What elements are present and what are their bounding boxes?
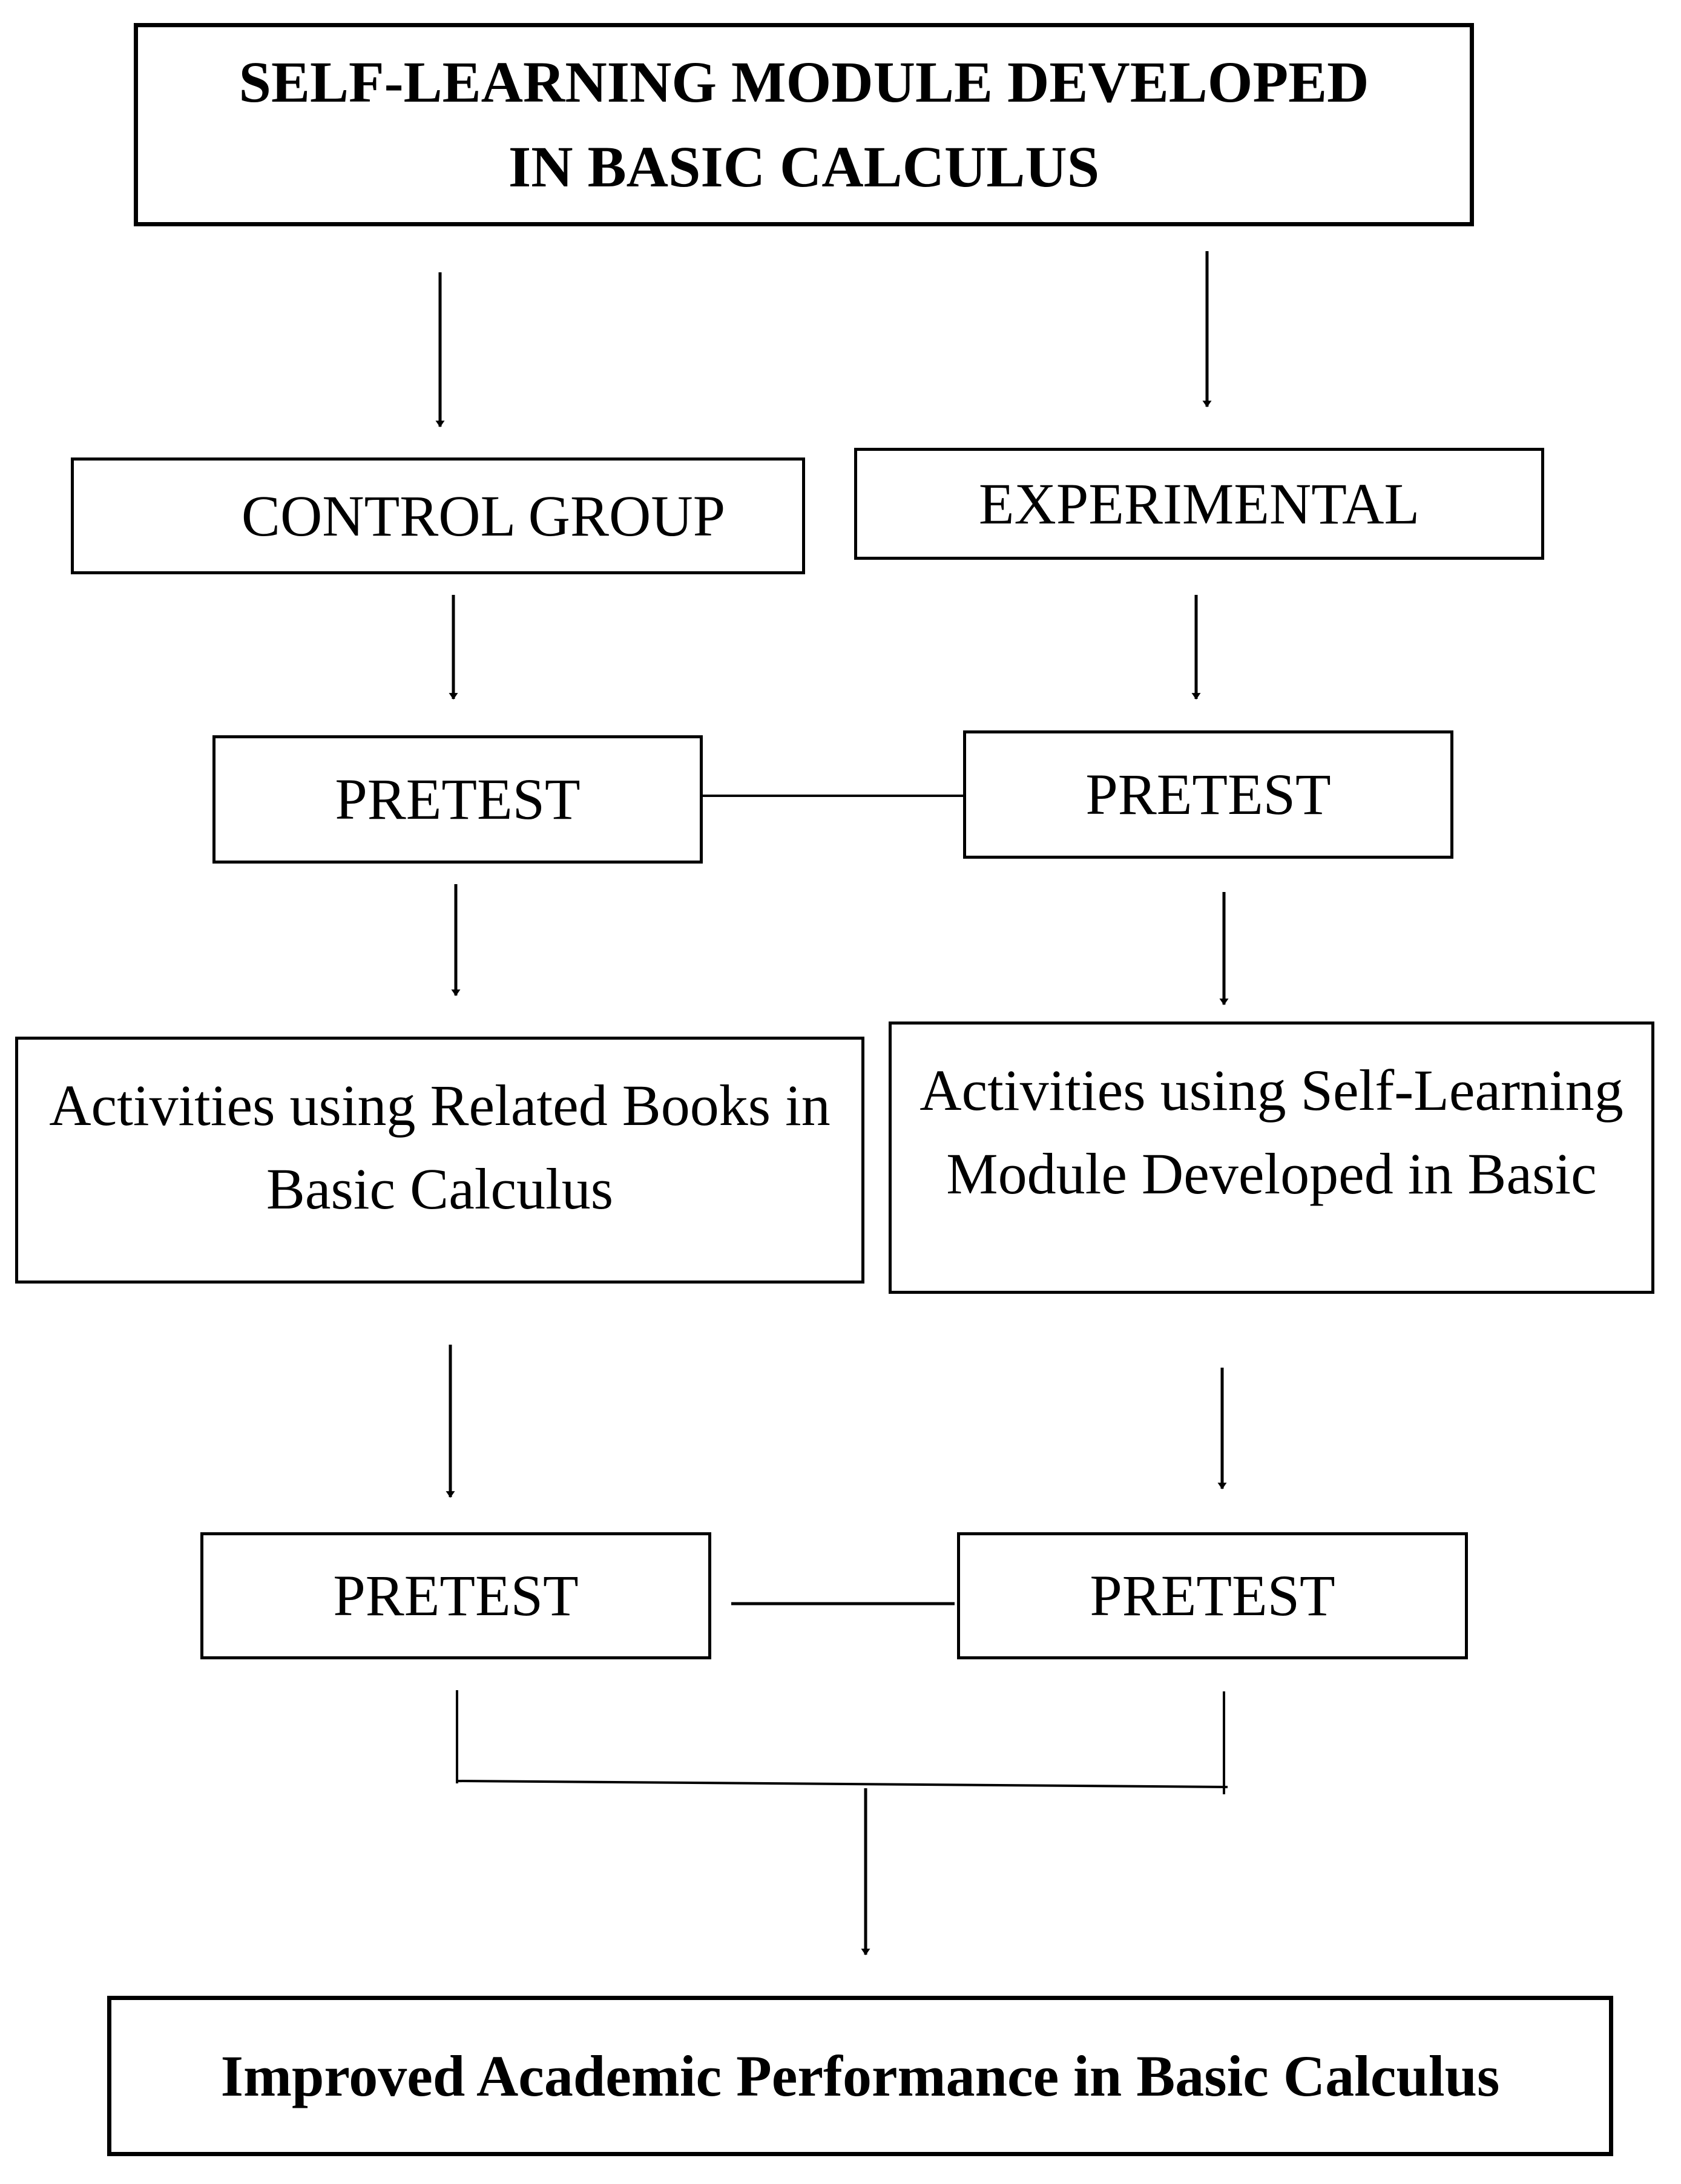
control-activity-box: Activities using Related Books in Basic …	[15, 1037, 864, 1284]
control-posttest-box: PRETEST	[200, 1532, 711, 1659]
experimental-group-box: EXPERIMENTAL	[854, 448, 1544, 560]
line-merge	[456, 1780, 1228, 1788]
control-activity-label: Activities using Related Books in Basic …	[49, 1073, 831, 1221]
control-group-box: CONTROL GROUP	[71, 457, 805, 574]
experimental-group-label: EXPERIMENTAL	[978, 471, 1420, 536]
experimental-posttest-box: PRETEST	[957, 1532, 1468, 1659]
experimental-pretest-box: PRETEST	[963, 730, 1453, 859]
control-pretest-label: PRETEST	[335, 767, 581, 831]
control-pretest-box: PRETEST	[212, 735, 703, 864]
top-module-title: SELF-LEARNING MODULE DEVELOPED IN BASIC …	[238, 50, 1369, 199]
result-label: Improved Academic Performance in Basic C…	[220, 2043, 1500, 2108]
experimental-posttest-label: PRETEST	[1090, 1563, 1335, 1628]
top-module-box: SELF-LEARNING MODULE DEVELOPED IN BASIC …	[134, 23, 1474, 226]
result-box: Improved Academic Performance in Basic C…	[107, 1996, 1613, 2156]
experimental-activity-box: Activities using Self-Learning Module De…	[889, 1021, 1654, 1294]
control-group-label: CONTROL GROUP	[241, 483, 726, 548]
control-posttest-label: PRETEST	[333, 1563, 579, 1628]
experimental-activity-label: Activities using Self-Learning Module De…	[919, 1058, 1623, 1206]
experimental-pretest-label: PRETEST	[1085, 762, 1331, 827]
